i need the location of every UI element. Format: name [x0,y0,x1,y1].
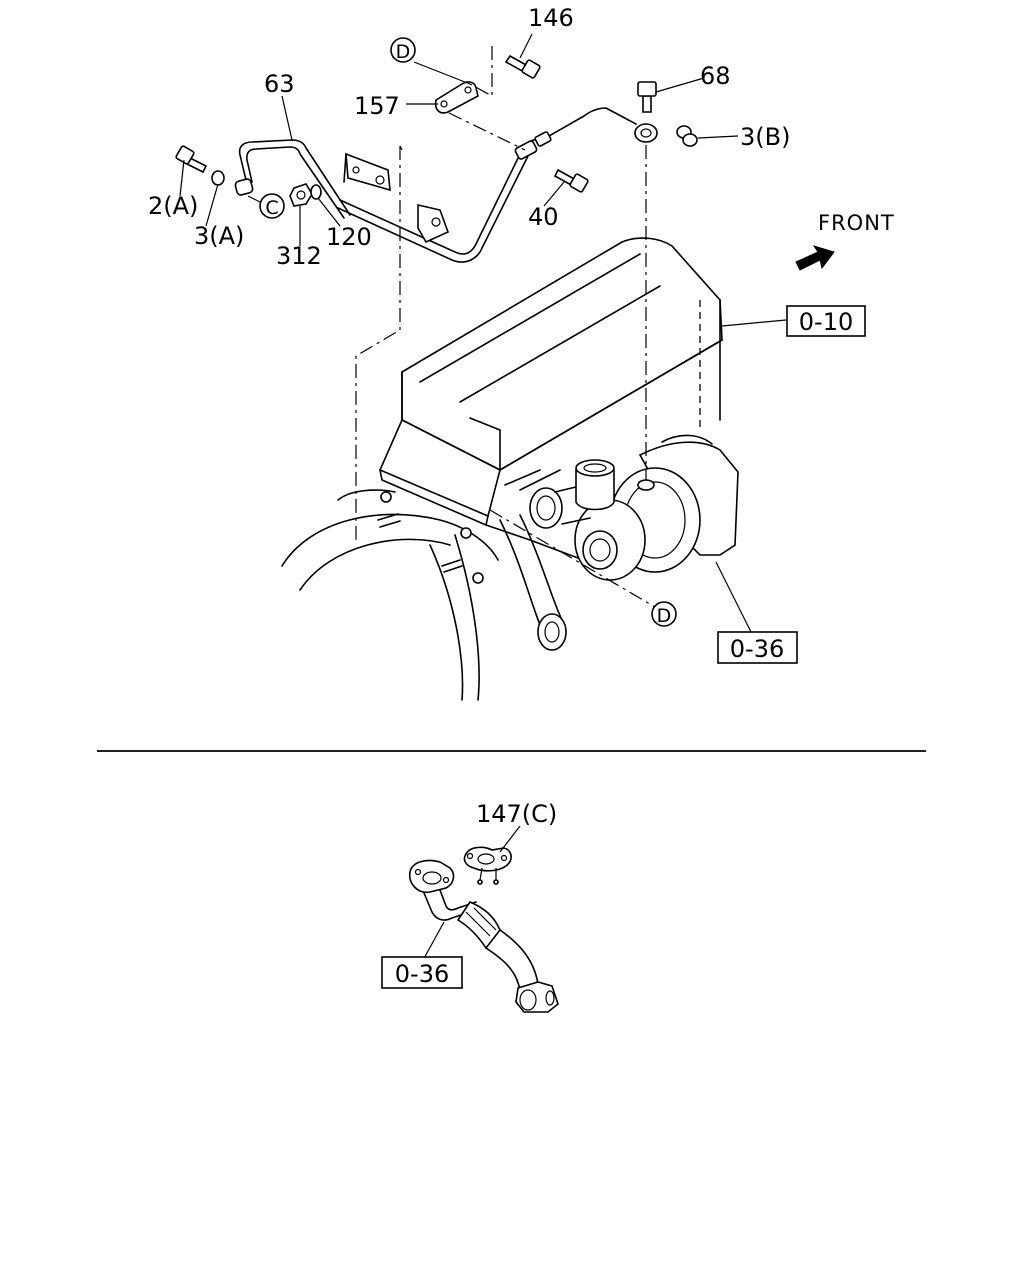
callout-157: 157 [354,92,400,120]
callout-120: 120 [326,223,372,251]
circled-ref-d-bottom: D [651,601,677,627]
gasket-147c [463,846,512,885]
callout-312: 312 [276,242,322,270]
callout-40: 40 [528,203,559,231]
arrow-icon [795,245,835,271]
center-lines [355,46,661,611]
circled-ref-c: C [259,193,285,219]
svg-text:0-36: 0-36 [730,635,784,663]
callout-147c: 147(C) [476,800,557,828]
callout-2a: 2(A) [148,192,198,220]
callout-68: 68 [700,62,731,90]
callout-3b: 3(B) [740,123,790,151]
svg-text:D: D [396,41,411,63]
engine-assembly [281,237,739,701]
return-pipe-detail [408,859,559,1013]
callout-63: 63 [264,70,295,98]
callout-146: 146 [528,4,574,32]
callout-3a: 3(A) [194,222,244,250]
boxed-ref-0-36-bottom: 0-36 [381,956,463,989]
svg-text:0-36: 0-36 [395,960,449,988]
svg-text:C: C [265,197,278,219]
front-label: FRONT [818,211,895,235]
boxed-ref-0-36-top: 0-36 [717,631,798,664]
oil-pipe-assembly [175,54,698,263]
boxed-ref-0-10: 0-10 [786,305,866,337]
circled-ref-d-top: D [390,37,416,63]
svg-text:D: D [657,605,672,627]
front-direction-indicator: FRONT [795,211,895,271]
svg-text:0-10: 0-10 [799,308,853,336]
